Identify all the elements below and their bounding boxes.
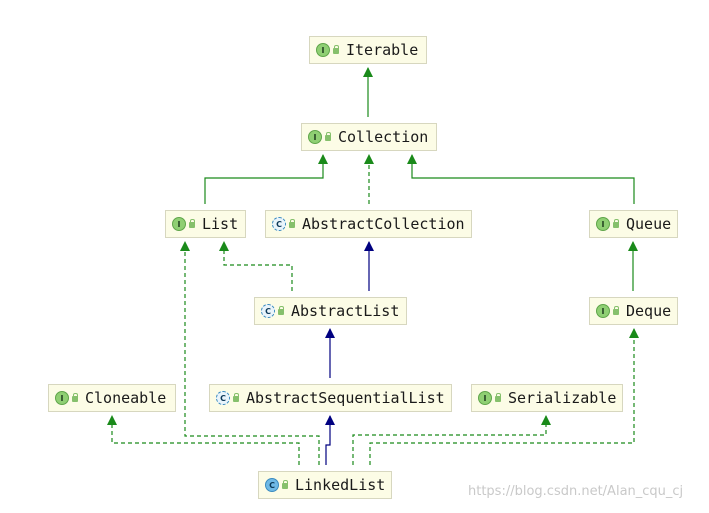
node-deque[interactable]: I Deque <box>589 297 678 325</box>
edge-linkedlist-to-deque <box>369 328 639 465</box>
public-lock-icon <box>282 480 288 489</box>
node-abstract-list[interactable]: C AbstractList <box>254 297 407 325</box>
public-lock-icon <box>233 393 239 402</box>
public-lock-icon <box>333 45 339 54</box>
node-label: Cloneable <box>85 389 167 407</box>
abstract-class-icon: C <box>272 217 286 231</box>
watermark-url: https://blog.csdn.net/Alan_cqu_cj <box>468 484 684 499</box>
abstract-class-icon: C <box>216 391 230 405</box>
node-abstract-collection[interactable]: C AbstractCollection <box>265 210 472 238</box>
public-lock-icon <box>613 306 619 315</box>
node-label: Iterable <box>346 41 419 59</box>
edge-linkedlist-to-serializable <box>352 415 551 465</box>
public-lock-icon <box>325 132 331 141</box>
node-label: Serializable <box>508 389 617 407</box>
interface-icon: I <box>172 217 186 231</box>
node-cloneable[interactable]: I Cloneable <box>48 384 176 412</box>
node-list[interactable]: I List <box>165 210 246 238</box>
interface-icon: I <box>478 391 492 405</box>
public-lock-icon <box>613 219 619 228</box>
node-iterable[interactable]: I Iterable <box>309 36 427 64</box>
public-lock-icon <box>72 393 78 402</box>
node-label: Queue <box>626 215 672 233</box>
edge-linkedlist-to-list <box>180 241 320 465</box>
public-lock-icon <box>289 219 295 228</box>
interface-icon: I <box>308 130 322 144</box>
node-label: Deque <box>626 302 672 320</box>
abstract-class-icon: C <box>261 304 275 318</box>
class-icon: C <box>265 478 279 492</box>
edge-linkedlist-to-cloneable <box>107 415 300 465</box>
edge-abstractlist-to-list <box>219 241 293 291</box>
interface-icon: I <box>596 217 610 231</box>
node-queue[interactable]: I Queue <box>589 210 678 238</box>
node-label: Collection <box>338 128 429 146</box>
edge-list-to-collection <box>204 154 328 204</box>
public-lock-icon <box>278 306 284 315</box>
public-lock-icon <box>495 393 501 402</box>
node-collection[interactable]: I Collection <box>301 123 437 151</box>
node-label: List <box>202 215 239 233</box>
public-lock-icon <box>189 219 195 228</box>
edge-linkedlist-to-abstractsequentiallist <box>325 415 335 465</box>
edge-queue-to-collection <box>407 154 635 204</box>
node-label: AbstractCollection <box>302 215 465 233</box>
node-label: AbstractSequentialList <box>246 389 445 407</box>
interface-icon: I <box>596 304 610 318</box>
node-linked-list[interactable]: C LinkedList <box>258 471 392 499</box>
interface-icon: I <box>316 43 330 57</box>
interface-icon: I <box>55 391 69 405</box>
node-serializable[interactable]: I Serializable <box>471 384 623 412</box>
node-abstract-sequential-list[interactable]: C AbstractSequentialList <box>209 384 452 412</box>
node-label: AbstractList <box>291 302 400 320</box>
node-label: LinkedList <box>295 476 386 494</box>
